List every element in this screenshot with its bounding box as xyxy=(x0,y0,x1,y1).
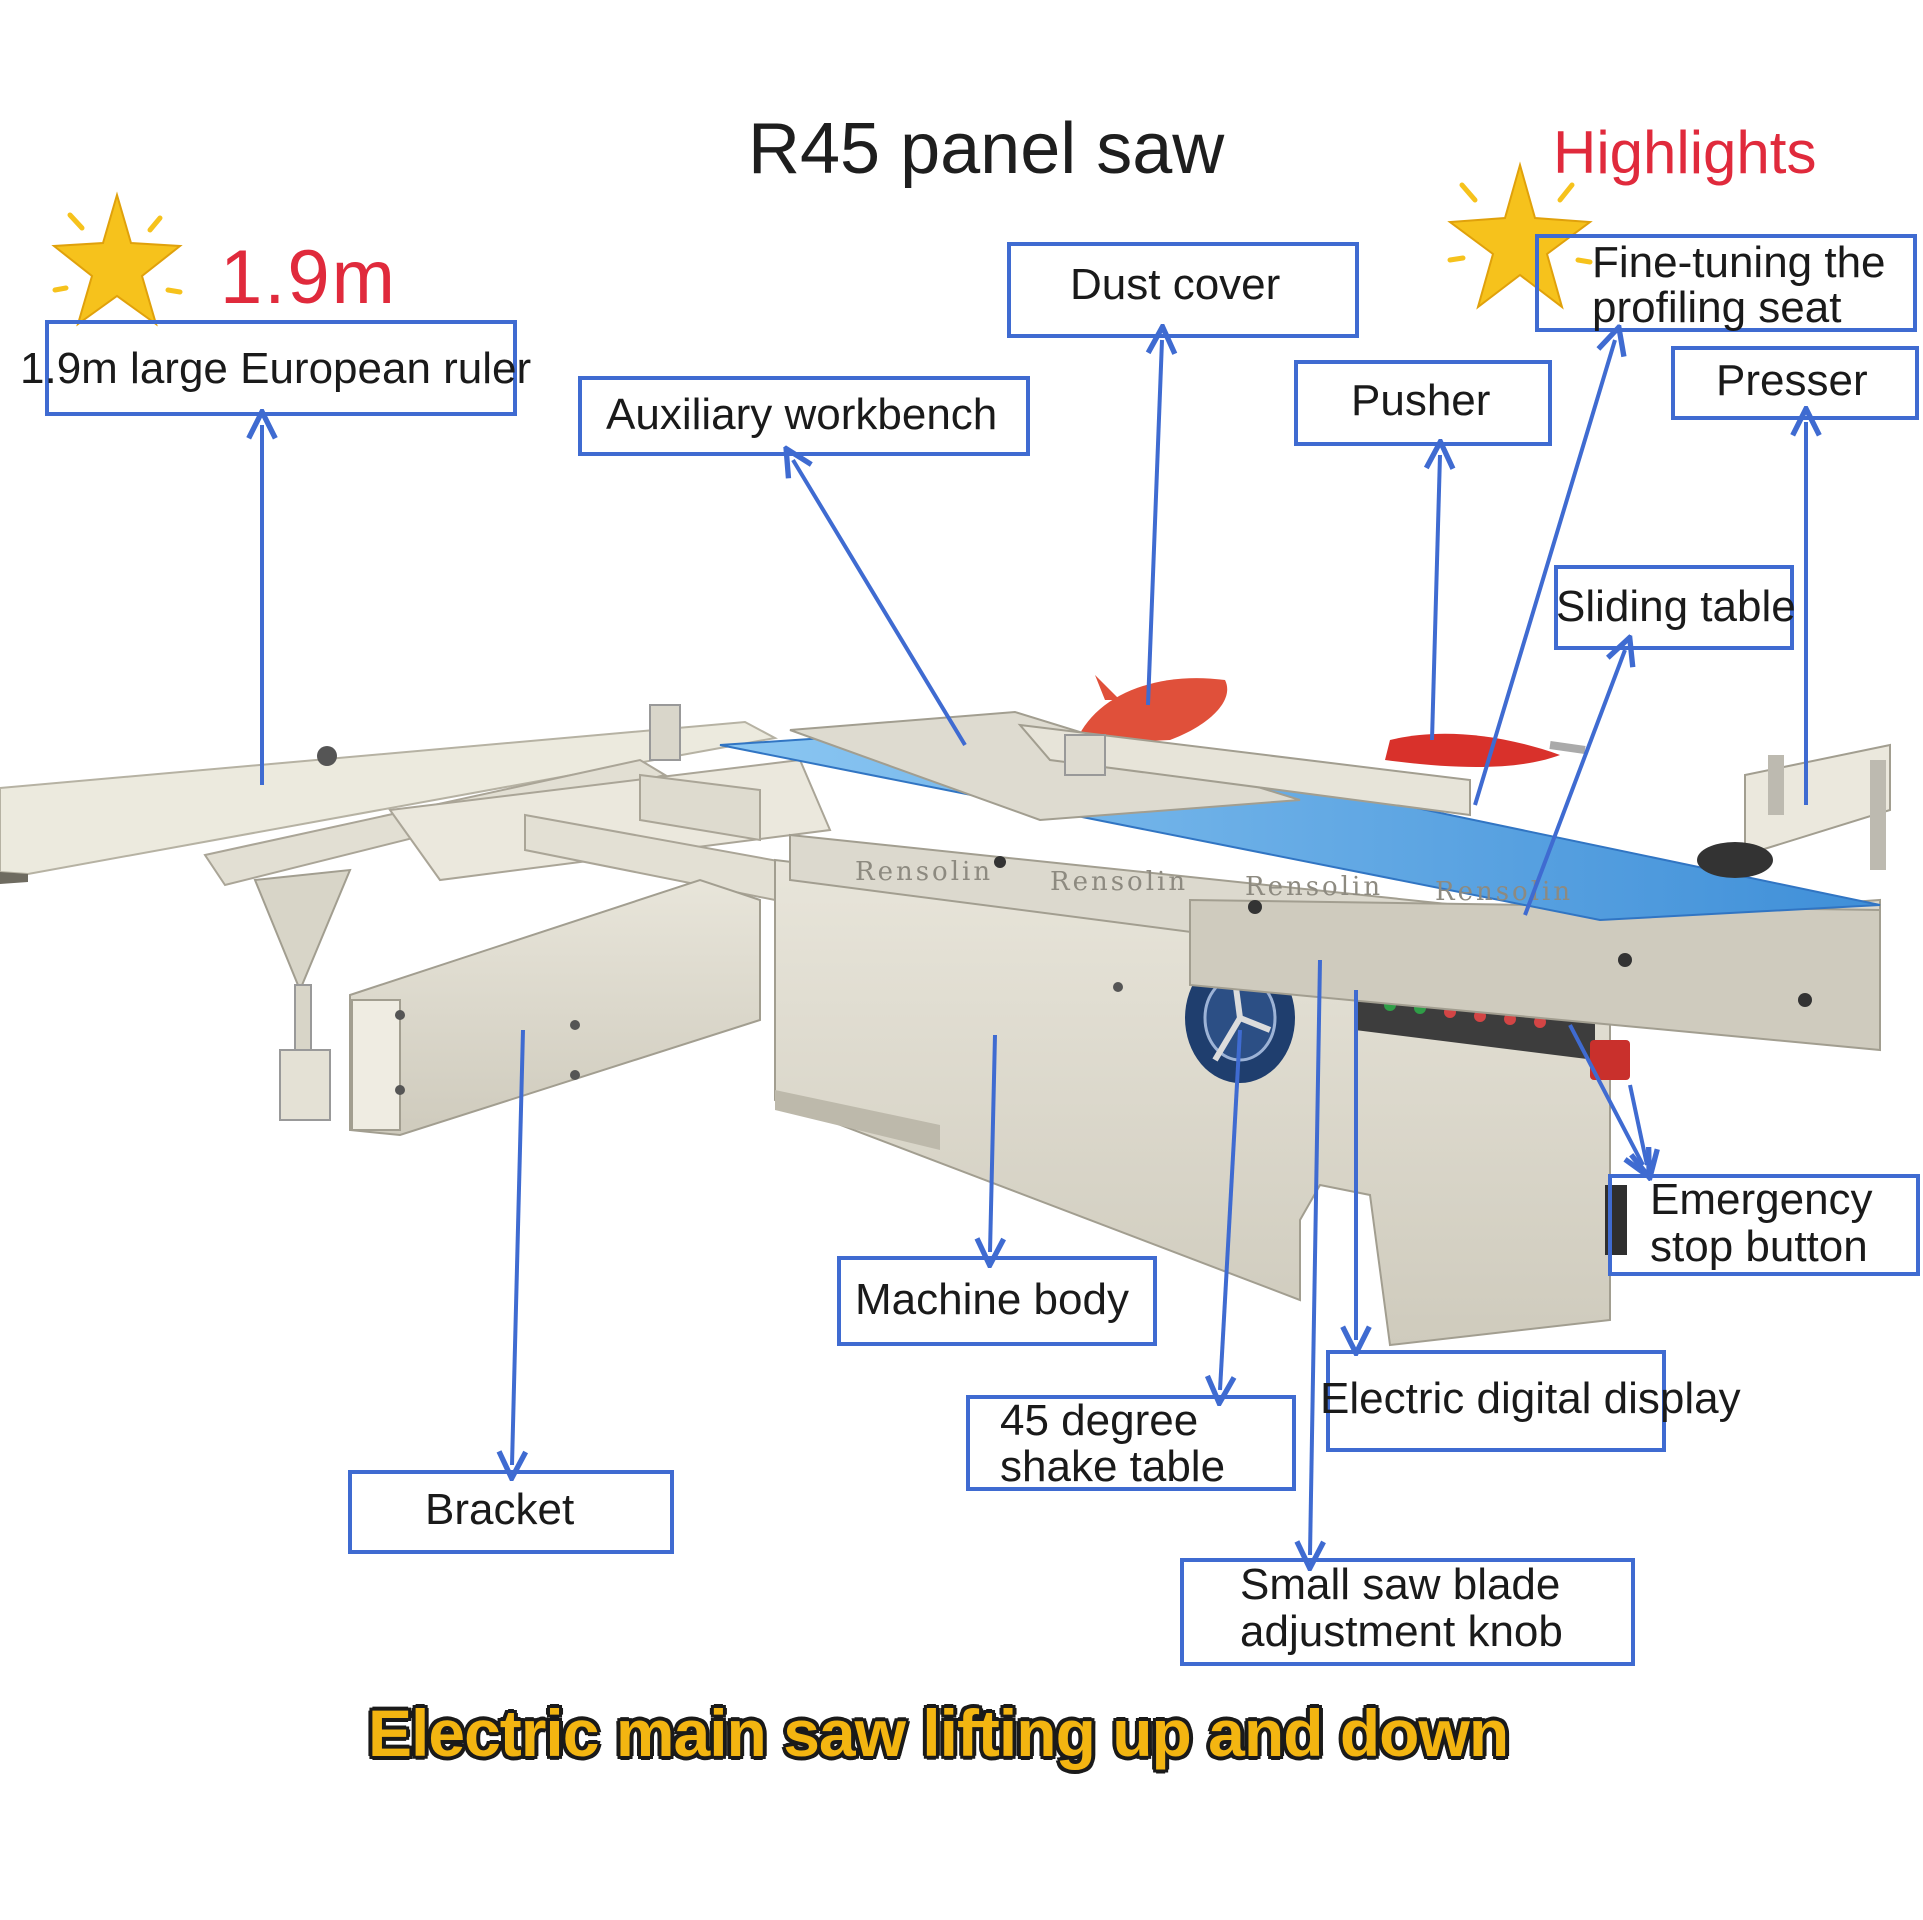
label-emergency-line2: stop button xyxy=(1650,1222,1868,1271)
sparkle-star-icon xyxy=(51,191,183,327)
pusher xyxy=(1385,733,1586,767)
brand-marks: Rensolin Rensolin Rensolin Rensolin xyxy=(855,857,1573,907)
label-sliding-table: Sliding table xyxy=(1556,582,1796,631)
label-ruler: 1.9m large European ruler xyxy=(20,344,532,393)
highlights-label: Highlights xyxy=(1553,119,1817,186)
svg-text:Rensolin: Rensolin xyxy=(855,857,993,887)
presser xyxy=(1697,743,1891,878)
sparkle-star-icon xyxy=(1447,161,1593,310)
svg-text:Rensolin: Rensolin xyxy=(1245,872,1383,902)
label-dust-cover: Dust cover xyxy=(1070,260,1281,309)
label-auxiliary-workbench: Auxiliary workbench xyxy=(606,390,998,439)
footer-caption: Electric main saw lifting up and down xyxy=(368,1696,1509,1770)
callout-line-emergency-a xyxy=(1568,1024,1643,1165)
label-electric-display: Electric digital display xyxy=(1320,1374,1741,1423)
callout-box-dust-cover xyxy=(1007,242,1359,338)
callout-box-electric-display xyxy=(1326,1350,1666,1452)
callout-line-machine-body xyxy=(990,1034,995,1252)
label-pusher: Pusher xyxy=(1351,376,1491,425)
label-small-blade-line1: Small saw blade xyxy=(1240,1560,1561,1609)
callout-box-bracket xyxy=(348,1470,674,1554)
callout-box-small-blade xyxy=(1180,1558,1635,1666)
callout-box-auxiliary-workbench xyxy=(578,376,1030,456)
callout-line-small-blade xyxy=(1310,959,1320,1555)
callout-box-sliding-table xyxy=(1554,565,1794,650)
label-bracket: Bracket xyxy=(425,1485,575,1534)
callout-line-auxiliary-workbench xyxy=(793,460,967,747)
label-presser: Presser xyxy=(1716,356,1868,405)
callout-box-shake-table xyxy=(966,1395,1296,1491)
label-fine-tuning-line2: profiling seat xyxy=(1592,283,1842,332)
callout-box-machine-body xyxy=(837,1256,1157,1346)
svg-text:Rensolin: Rensolin xyxy=(1050,867,1188,897)
callout-box-ruler xyxy=(45,320,517,416)
callout-box-presser xyxy=(1671,346,1919,420)
callout-line-bracket xyxy=(512,1029,523,1465)
callout-line-emergency-b xyxy=(1628,1084,1647,1165)
callout-box-fine-tuning xyxy=(1535,234,1917,332)
callout-lines xyxy=(262,340,1806,1555)
callout-line-fine-tuning xyxy=(1473,340,1615,806)
callout-line-pusher xyxy=(1432,455,1440,741)
label-shake-table-line1: 45 degree xyxy=(1000,1396,1199,1445)
callout-box-emergency xyxy=(1608,1174,1920,1276)
table-top xyxy=(719,710,1881,922)
extension-frame xyxy=(203,758,832,1121)
label-machine-body: Machine body xyxy=(855,1275,1129,1324)
ruler-size-label: 1.9m xyxy=(220,235,397,320)
european-ruler xyxy=(0,704,779,884)
label-fine-tuning-line1: Fine-tuning the xyxy=(1592,238,1886,287)
page-title: R45 panel saw xyxy=(748,109,1225,189)
svg-text:Rensolin: Rensolin xyxy=(1435,877,1573,907)
label-emergency-line1: Emergency xyxy=(1650,1175,1873,1224)
label-small-blade-line2: adjustment knob xyxy=(1240,1607,1563,1656)
callout-box-pusher xyxy=(1294,360,1552,446)
bracket xyxy=(349,878,761,1137)
callout-line-shake-table xyxy=(1220,1029,1242,1390)
dust-cover xyxy=(1075,675,1228,745)
callout-line-sliding-table xyxy=(1523,650,1625,916)
riving-knife-frame xyxy=(1017,723,1471,817)
callout-line-dust-cover xyxy=(1148,340,1162,706)
label-shake-table-line2: shake table xyxy=(1000,1442,1226,1491)
